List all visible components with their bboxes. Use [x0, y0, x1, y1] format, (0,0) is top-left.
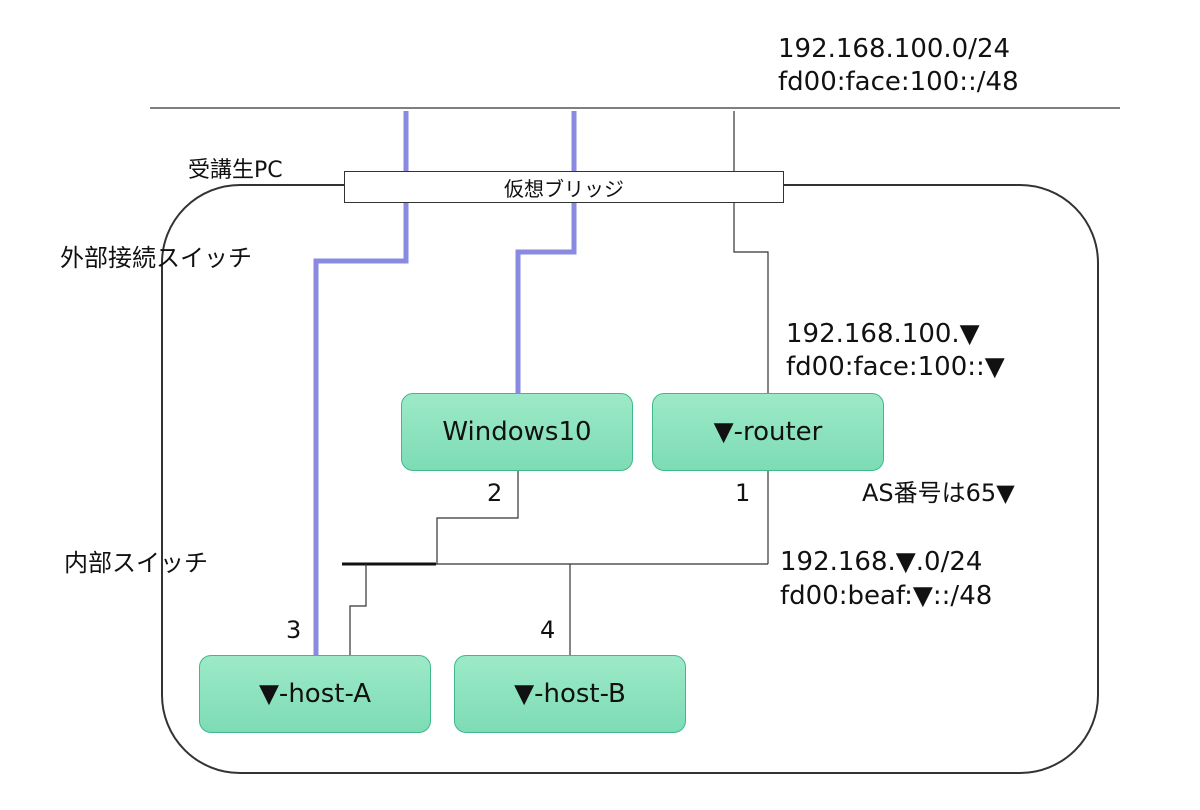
student-pc-label: 受講生PC [188, 158, 283, 183]
router-ipv6: fd00:face:100::▼ [786, 352, 1005, 382]
windows10-label: Windows10 [442, 417, 592, 447]
internal-switch-label: 内部スイッチ [64, 549, 208, 577]
host-a-label: ▼-host-A [258, 679, 372, 709]
port-1-label: 1 [735, 479, 751, 507]
port-2-label: 2 [487, 479, 503, 507]
host-a-internal-link [349, 564, 367, 655]
router-label: ▼-router [713, 417, 823, 447]
virtual-bridge: 仮想ブリッジ [344, 171, 784, 203]
windows10-node: Windows10 [401, 393, 633, 471]
host-b-node: ▼-host-B [454, 655, 686, 733]
windows-external-link [515, 111, 577, 393]
top-network-ipv6: fd00:face:100::/48 [778, 67, 1019, 97]
router-ipv4: 192.168.100.▼ [786, 319, 980, 349]
internal-network-ipv4: 192.168.▼.0/24 [780, 547, 983, 577]
internal-network-ipv6: fd00:beaf:▼::/48 [780, 581, 993, 611]
virtual-bridge-label: 仮想ブリッジ [504, 176, 624, 201]
windows-internal-link [436, 471, 519, 564]
port-3-label: 3 [286, 616, 302, 644]
router-node: ▼-router [652, 393, 884, 471]
top-network-ipv4: 192.168.100.0/24 [778, 34, 1011, 64]
host-a-node: ▼-host-A [199, 655, 431, 733]
host-b-label: ▼-host-B [514, 679, 626, 709]
external-switch-label: 外部接続スイッチ [60, 244, 252, 272]
port-4-label: 4 [540, 616, 556, 644]
router-uplink [733, 111, 769, 393]
as-number-label: AS番号は65▼ [862, 479, 1015, 507]
